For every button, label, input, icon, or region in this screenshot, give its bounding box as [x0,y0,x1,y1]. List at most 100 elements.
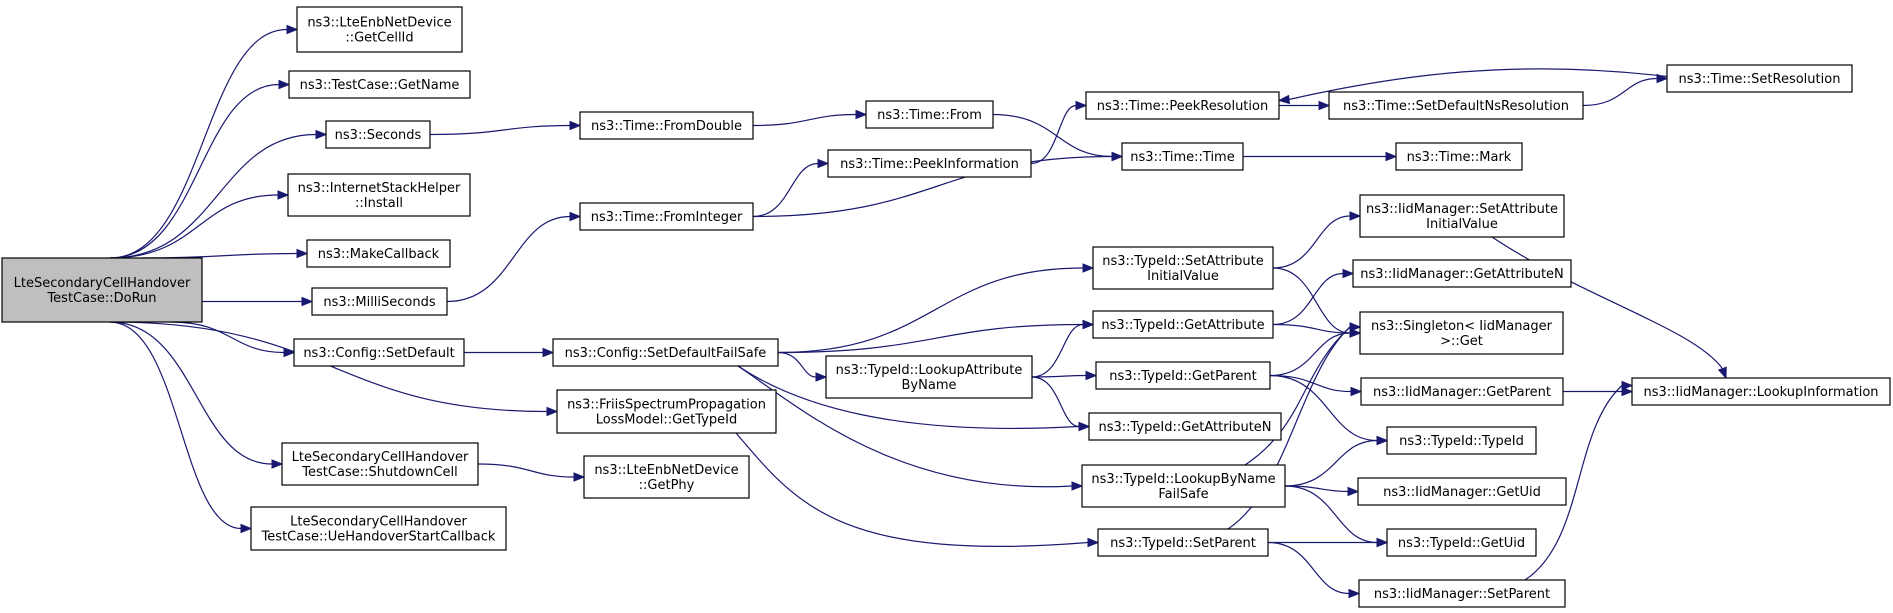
call-edge-setparent-to-iid_setparent [1267,541,1361,599]
function-node-singleton[interactable]: ns3::Singleton< IidManager>::Get [1359,311,1564,355]
function-node-iid_getparent[interactable]: ns3::IidManager::GetParent [1360,377,1564,406]
function-node-peekres[interactable]: ns3::Time::PeekResolution [1085,91,1280,120]
call-edge-seconds-to-fromdouble [429,120,582,136]
function-node-timetime[interactable]: ns3::Time::Time [1121,142,1244,171]
function-node-milliseconds[interactable]: ns3::MilliSeconds [311,287,448,316]
node-box [1631,377,1891,406]
function-node-peekinfo[interactable]: ns3::Time::PeekInformation [827,149,1032,178]
arrowhead [573,472,586,482]
node-label-line: ns3::InternetStackHelper [298,181,461,196]
node-box [1358,579,1566,608]
arrowhead [1621,386,1634,397]
node-box [1357,477,1567,506]
call-edge-setattrinit-to-iid_setattrinit [1272,211,1362,269]
edge-line [777,323,1084,354]
function-node-typeid_getuid[interactable]: ns3::TypeId::GetUid [1386,528,1537,557]
function-node-makecallback[interactable]: ns3::MakeCallback [306,239,451,268]
node-label-line: ns3::TypeId::TypeId [1399,434,1524,449]
edge-line [109,321,242,530]
function-node-iid_getattrn[interactable]: ns3::IidManager::GetAttributeN [1352,259,1572,288]
function-node-getparent[interactable]: ns3::TypeId::GetParent [1095,361,1271,390]
call-edge-root-to-seconds [109,129,328,259]
node-box [1092,246,1274,290]
function-node-getattributen[interactable]: ns3::TypeId::GetAttributeN [1088,412,1282,441]
edge-line [1030,104,1077,165]
arrowhead [315,129,328,140]
edge-line [1227,326,1351,530]
node-label-line: InitialValue [1426,217,1498,232]
function-node-getname[interactable]: ns3::TestCase::GetName [288,70,471,99]
function-node-iid_setparent[interactable]: ns3::IidManager::SetParent [1358,579,1566,608]
edge-line [1269,332,1351,377]
call-edge-getattribute-to-iid_getattrn [1272,268,1355,326]
node-label-line: ns3::TypeId::GetAttributeN [1098,420,1271,435]
function-node-iid_setattrinit[interactable]: ns3::IidManager::SetAttributeInitialValu… [1359,194,1565,238]
call-edge-timetime-to-mark [1243,151,1398,162]
call-edges [109,24,1727,599]
call-edge-setresolution-to-peekres [1277,68,1668,105]
node-box [1328,91,1584,120]
node-box [1085,91,1280,120]
function-node-setdefaultfailsafe[interactable]: ns3::Config::SetDefaultFailSafe [552,338,779,367]
node-label-line: ns3::IidManager::GetParent [1373,385,1551,400]
function-node-setresolution[interactable]: ns3::Time::SetResolution [1666,64,1853,93]
function-node-lookupinfo[interactable]: ns3::IidManager::LookupInformation [1631,377,1891,406]
arrowhead [1376,537,1389,548]
call-edge-getparent-to-singleton [1269,328,1362,377]
function-node-frominteger[interactable]: ns3::Time::FromInteger [579,202,754,231]
function-node-fromdouble[interactable]: ns3::Time::FromDouble [579,111,754,140]
function-node-seconds[interactable]: ns3::Seconds [325,120,431,149]
function-node-getphy[interactable]: ns3::LteEnbNetDevice::GetPhy [583,455,750,499]
edge-line [752,162,819,218]
node-label-line: ns3::Time::FromDouble [591,119,742,134]
call-edge-iid_setattrinit-to-lookupinfo [1491,236,1727,380]
function-node-setdefaultns[interactable]: ns3::Time::SetDefaultNsResolution [1328,91,1584,120]
edge-line [446,215,571,303]
function-node-shutdown[interactable]: LteSecondaryCellHandoverTestCase::Shutdo… [281,442,479,486]
call-edge-setparent-to-typeid_getuid [1268,537,1389,548]
call-edge-lookupbyname-to-singleton [1244,322,1362,466]
function-node-iid_getuid[interactable]: ns3::IidManager::GetUid [1357,477,1567,506]
function-node-timefrom[interactable]: ns3::Time::From [865,100,994,129]
call-edge-setparent-to-singleton [1227,322,1362,530]
node-label-line: ns3::Time::Mark [1407,150,1512,165]
function-node-setparent[interactable]: ns3::TypeId::SetParent [1097,528,1269,557]
function-node-typeid_typeid[interactable]: ns3::TypeId::TypeId [1386,426,1537,455]
function-node-install[interactable]: ns3::InternetStackHelper::Install [287,173,471,217]
arrowhead [1349,211,1362,221]
call-edge-root-to-getname [109,79,291,259]
call-edge-lookupattr-to-getattributen [1031,376,1091,432]
arrowhead [1350,386,1363,397]
node-label-line: LteSecondaryCellHandover [14,276,191,291]
arrowhead [1318,100,1331,111]
node-label-line: >::Get [1440,334,1483,349]
node-box [1386,528,1537,557]
node-box [825,355,1033,399]
arrowhead [1082,319,1095,330]
node-box [1097,528,1269,557]
node-box [1095,361,1271,390]
call-edge-root-to-shutdown [109,321,284,469]
edge-line [109,133,317,259]
function-node-friis[interactable]: ns3::FriisSpectrumPropagationLossModel::… [556,389,777,434]
node-box [281,442,479,486]
function-node-getcellid[interactable]: ns3::LteEnbNetDevice::GetCellId [296,6,463,53]
arrowhead [1342,268,1355,279]
edge-line [1272,267,1351,334]
node-box [1395,142,1523,171]
function-node-uehandover[interactable]: LteSecondaryCellHandoverTestCase::UeHand… [250,506,507,551]
function-node-mark[interactable]: ns3::Time::Mark [1395,142,1523,171]
node-label-line: ns3::TypeId::LookupAttribute [836,363,1023,378]
arrowhead [569,211,582,222]
node-box [1666,64,1853,93]
function-node-getattribute[interactable]: ns3::TypeId::GetAttribute [1092,310,1274,339]
call-edge-lookupattr-to-getparent [1031,370,1098,381]
arrowhead [1717,366,1727,380]
node-box [250,506,507,551]
function-node-setdefault[interactable]: ns3::Config::SetDefault [293,338,465,367]
